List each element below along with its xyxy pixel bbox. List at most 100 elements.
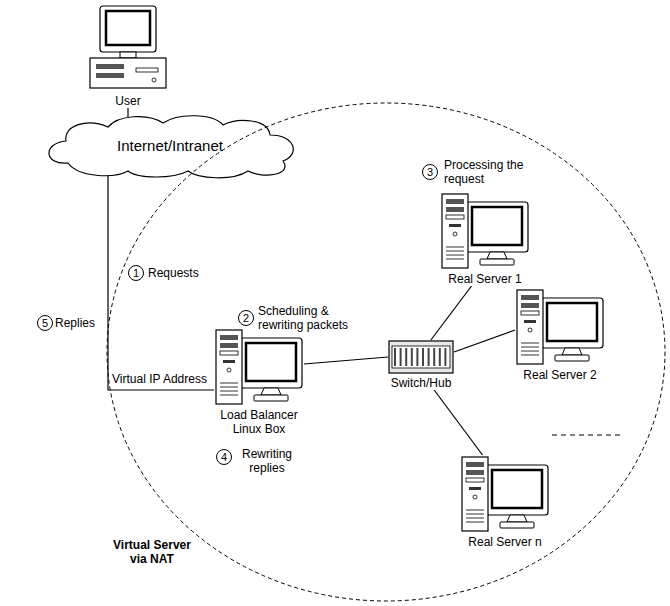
switch-hub: Switch/Hub (388, 340, 454, 390)
node-label: Switch/Hub (388, 376, 454, 390)
vent-line (521, 351, 539, 352)
monitor-stand (487, 252, 507, 259)
vent-line (466, 518, 484, 519)
port-slat (411, 348, 413, 366)
real-server: Real Server n (460, 455, 550, 549)
drive-slot (469, 487, 481, 490)
monitor-base (555, 355, 589, 361)
monitor-screen (246, 343, 296, 381)
node-label: Real Server n (460, 535, 550, 549)
callout-number: 1 (128, 265, 144, 281)
region-title: Virtual Server via NAT (106, 538, 198, 566)
step-label: Processing the request (444, 158, 536, 186)
user-computer: User (88, 4, 168, 108)
tower-case (517, 290, 543, 364)
port-panel (392, 346, 450, 368)
monitor-base (480, 259, 514, 265)
network-link (127, 108, 128, 117)
monitor-screen (106, 11, 150, 45)
vent-line (466, 514, 484, 515)
drive-bay (96, 64, 124, 69)
network-link (431, 286, 472, 340)
real-server-icon (440, 192, 530, 270)
port-slat (405, 348, 407, 366)
desktop-case (90, 58, 166, 88)
drive-slot (136, 68, 158, 72)
drive-bay (521, 311, 539, 315)
drive-bay (521, 303, 539, 308)
vent-line (220, 391, 238, 392)
port-slat (428, 348, 430, 366)
drive-bay (446, 199, 464, 204)
virtual-server-region: Virtual Server via NAT Real Server 1 Load … (106, 102, 666, 602)
step-label: Scheduling & rewriting packets (258, 304, 358, 332)
power-button (473, 495, 477, 499)
port-slat (433, 348, 435, 366)
power-button (528, 328, 532, 332)
monitor-case (541, 298, 603, 348)
drive-bay (220, 351, 238, 355)
monitor-stand (507, 515, 527, 522)
monitor-screen (472, 207, 522, 245)
drive-bay (446, 207, 464, 212)
callout-number: 5 (37, 315, 53, 331)
port-slat (439, 348, 441, 366)
port-slat (422, 348, 424, 366)
vent-line (521, 343, 539, 344)
vent-line (446, 247, 464, 248)
drive-bay (466, 462, 484, 467)
monitor-neck (120, 52, 136, 58)
step-label: Replies (55, 316, 95, 330)
monitor-base (254, 395, 288, 401)
port-slat (400, 348, 402, 366)
load-balancer-icon (214, 328, 304, 406)
drive-slot (524, 320, 536, 323)
vent-line (521, 355, 539, 356)
vent-line (220, 383, 238, 384)
drive-bay (220, 335, 238, 340)
vent-line (446, 259, 464, 260)
node-label: Load Balancer Linux Box (214, 408, 304, 436)
monitor-case (100, 6, 156, 52)
node-label: Real Server 1 (440, 272, 530, 286)
drive-slot (223, 360, 235, 363)
port-slat (394, 348, 396, 366)
network-cloud: Internet/Intranet (38, 113, 302, 179)
monitor-case (466, 202, 528, 252)
vent-line (466, 510, 484, 511)
drive-bay (446, 215, 464, 219)
port-slat (444, 348, 446, 366)
network-link (454, 330, 515, 352)
step-label: Requests (148, 266, 199, 280)
real-server-icon (515, 288, 605, 366)
drive-slot (449, 224, 461, 227)
monitor-stand (261, 388, 281, 395)
monitor-case (240, 338, 302, 388)
port-slat (416, 348, 418, 366)
cloud-outline (49, 116, 293, 178)
continuation-dots (552, 434, 622, 435)
vent-line (220, 387, 238, 388)
vent-line (220, 395, 238, 396)
user-computer-icon (88, 4, 168, 92)
tower-case (462, 457, 488, 531)
vent-line (521, 347, 539, 348)
switch-case (389, 341, 453, 373)
drive-bay (96, 73, 124, 78)
drive-bay (466, 470, 484, 475)
region-outline (106, 102, 666, 602)
monitor-base (500, 522, 534, 528)
node-label: Real Server 2 (515, 368, 605, 382)
tower-case (442, 194, 468, 268)
monitor-stand (562, 348, 582, 355)
node-label: Internet/Intranet (117, 137, 223, 155)
monitor-case (486, 465, 548, 515)
tower-case (216, 330, 242, 404)
callout-number: 4 (216, 449, 232, 465)
vent-line (466, 522, 484, 523)
monitor-screen (547, 303, 597, 341)
vent-line (446, 255, 464, 256)
real-server-icon (460, 455, 550, 533)
power-button (227, 368, 231, 372)
